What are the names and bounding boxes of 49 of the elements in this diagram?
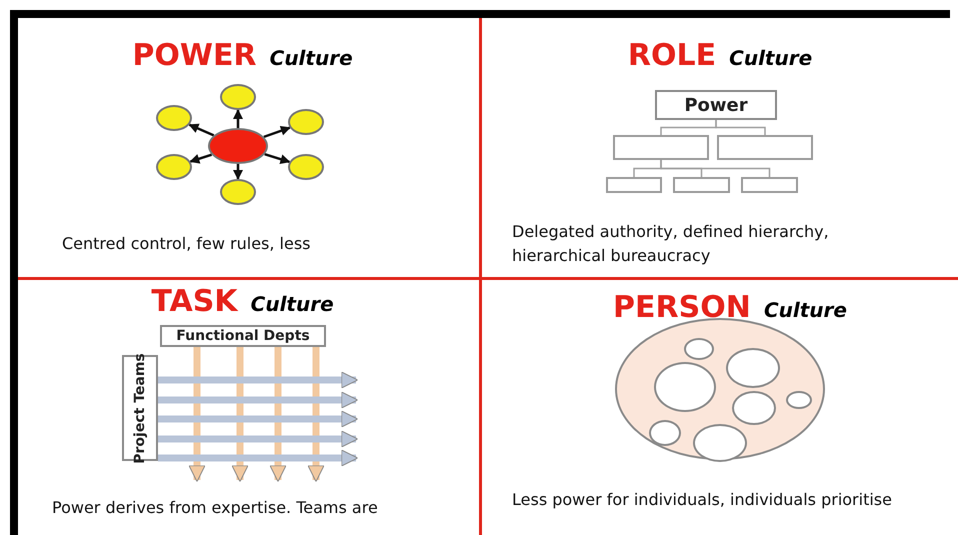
caption: Power derives from expertise. Teams are <box>52 497 379 519</box>
arrow <box>188 124 214 137</box>
circle <box>208 128 268 164</box>
org-box <box>717 135 813 160</box>
circle <box>786 391 812 409</box>
circle <box>156 105 192 131</box>
circle <box>649 420 681 446</box>
circle <box>220 179 256 205</box>
panel-title: PERSON Culture <box>612 289 848 327</box>
panel-title: TASK Culture <box>150 283 335 321</box>
connector-line <box>660 160 770 177</box>
arrow <box>233 109 243 128</box>
box-label: Project Teams <box>130 352 148 464</box>
circle <box>220 84 256 110</box>
arrow <box>263 126 291 138</box>
hollow-arrow <box>270 347 286 482</box>
hollow-arrow <box>158 392 358 408</box>
circle <box>288 154 324 180</box>
org-box <box>673 177 730 193</box>
hollow-arrow <box>188 347 206 482</box>
connector-line <box>715 120 766 135</box>
arrow <box>264 153 290 164</box>
circle <box>684 338 714 360</box>
hollow-arrow <box>158 372 358 388</box>
circle <box>732 391 776 425</box>
hollow-arrow <box>158 450 358 466</box>
caption: Less power for individuals, individuals prioritise <box>512 489 893 511</box>
hollow-arrow <box>308 347 324 482</box>
box-label: Power <box>684 94 748 118</box>
hollow-arrow <box>158 410 358 428</box>
arrow <box>189 153 212 164</box>
circle <box>726 348 780 388</box>
org-box <box>655 90 777 120</box>
caption: Delegated authority, defined hierarchy, hierarchical bureaucracy <box>512 221 830 267</box>
org-box <box>741 177 798 193</box>
circle <box>288 109 324 135</box>
arrow <box>233 164 243 180</box>
hollow-arrow <box>158 430 358 448</box>
circle <box>156 154 192 180</box>
org-box <box>160 325 326 347</box>
org-box <box>606 177 662 193</box>
circle <box>693 424 747 462</box>
label-box <box>122 355 158 461</box>
box-label: Functional Depts <box>176 326 310 346</box>
panel-title: POWER Culture <box>131 37 354 75</box>
org-box <box>613 135 709 160</box>
caption: Centred control, few rules, less <box>62 233 312 255</box>
panel-title: ROLE Culture <box>626 37 814 75</box>
hollow-arrow <box>232 347 248 482</box>
